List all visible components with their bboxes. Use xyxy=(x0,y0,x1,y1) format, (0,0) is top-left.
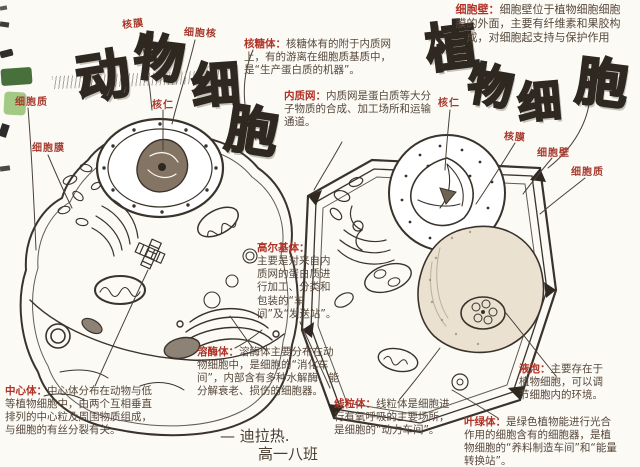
animal-title-char: 动 xyxy=(70,40,136,113)
plant-vacuole-drawing xyxy=(417,225,545,354)
annotation-lysosome: 溶酶体：溶酶体主要分布在动物细胞中，是细胞的“消化车间”，内部含有多种水解酶，能… xyxy=(197,346,343,399)
annotation-term: 细胞壁： xyxy=(455,3,500,16)
label-plant-cytoplasm: 细胞质 xyxy=(571,167,604,178)
animal-er-drawing xyxy=(91,197,139,257)
annotation-body: 主要是对来自内质网的蛋白质进行加工、分类和包装的“车间”及“发送站”。 xyxy=(257,255,337,320)
annotation-term: 叶绿体： xyxy=(464,416,506,428)
green-highlight-patch xyxy=(0,66,33,87)
annotation-cell-wall: 细胞壁：细胞壁位于植物细胞细胞膜的外面，主要有纤维素和果胶构成，对细胞起支持与保… xyxy=(452,3,624,44)
annotation-body: 内质网是蛋白质等大分子物质的合成、加工场所和运输通道。 xyxy=(284,90,431,129)
animal-title-char: 物 xyxy=(129,26,188,92)
annotation-term: 内质网： xyxy=(284,90,326,102)
annotation-term: 中心体： xyxy=(5,385,47,397)
annotation-term: 高尔基体： xyxy=(257,242,310,254)
annotation-golgi: 高尔基体：主要是对来自内质网的蛋白质进行加工、分类和包装的“车间”及“发送站”。 xyxy=(257,242,339,321)
label-animal-nuclear-membrane: 核膜 xyxy=(121,17,145,32)
annotation-centrosome: 中心体：中心体分布在动物与低等植物细胞中，由两个互相垂直排列的中心粒及周围物质组… xyxy=(5,385,157,438)
annotation-body: 主要存在于植物细胞，可以调节细胞内的环境。 xyxy=(519,363,603,402)
annotation-chloroplast: 叶绿体：是绿色植物能进行光合作用的细胞含有的细胞器，是植物细胞的“养料制造车间”… xyxy=(464,416,618,467)
signature-class: 高一八班 xyxy=(258,445,319,463)
annotation-mitochondria: 线粒体：线粒体是细胞进行有氧呼吸的主要场所，是细胞的“动力车间”。 xyxy=(334,398,456,437)
animal-nucleus-drawing xyxy=(95,117,225,219)
animal-title-char: 胞 xyxy=(220,97,283,167)
label-animal-cytoplasm: 细胞质 xyxy=(15,97,48,108)
annotation-vacuole: 液泡：主要存在于植物细胞，可以调节细胞内的环境。 xyxy=(519,363,607,402)
animal-cell-drawing xyxy=(19,117,299,437)
plant-nucleus-drawing xyxy=(388,134,506,252)
signature-name: — 迪拉热. xyxy=(220,427,290,445)
label-animal-cell-membrane: 细胞膜 xyxy=(32,143,65,154)
leader-lines xyxy=(27,32,591,419)
animal-lower-region-drawing xyxy=(29,299,285,401)
label-plant-nucleolus: 核仁 xyxy=(438,98,460,109)
annotation-body: 是绿色植物能进行光合作用的细胞含有的细胞器，是植物细胞的“养料制造车间”和“能量… xyxy=(464,416,617,467)
signature: — 迪拉热. 高一八班 xyxy=(220,427,318,463)
label-animal-nucleolus: 核仁 xyxy=(152,100,174,111)
label-animal-nucleus: 细胞核 xyxy=(183,27,218,40)
notebook-edge-mark xyxy=(0,21,10,28)
annotation-term: 线粒体： xyxy=(334,398,376,410)
plant-title-char: 胞 xyxy=(571,50,632,118)
annotation-term: 核糖体： xyxy=(244,38,286,50)
animal-mitochondria-drawing xyxy=(94,206,239,305)
plant-organelle-cluster-drawing xyxy=(460,296,506,330)
annotation-body: 核糖体有的附于内质网上，有的游离在细胞质基质中，是“生产蛋白质的机器”。 xyxy=(244,38,391,77)
animal-golgi-drawing xyxy=(176,308,280,353)
annotation-term: 液泡： xyxy=(519,363,551,375)
plant-chloroplasts-drawing xyxy=(334,262,506,391)
annotation-body: 细胞壁位于植物细胞细胞膜的外面，主要有纤维素和果胶构成，对细胞起支持与保护作用 xyxy=(455,3,621,44)
annotation-body: 中心体分布在动物与低等植物细胞中，由两个互相垂直排列的中心粒及周围物质组成，与细… xyxy=(5,385,152,437)
label-plant-nuclear-membrane: 核膜 xyxy=(503,131,527,144)
label-plant-cell-wall: 细胞壁 xyxy=(537,148,570,159)
annotation-endoplasmic-reticulum: 内质网：内质网是蛋白质等大分子物质的合成、加工场所和运输通道。 xyxy=(284,90,436,129)
annotation-body: 线粒体是细胞进行有氧呼吸的主要场所，是细胞的“动力车间”。 xyxy=(334,398,450,437)
annotation-ribosome: 核糖体：核糖体有的附于内质网上，有的游离在细胞质基质中，是“生产蛋白质的机器”。 xyxy=(244,38,396,77)
annotation-body: 溶酶体主要分布在动物细胞中，是细胞的“消化车间”，内部含有多种水解酶，能分解衰老… xyxy=(197,346,339,398)
animal-vesicles-drawing xyxy=(57,163,258,309)
plant-title-char: 细 xyxy=(515,75,565,131)
annotation-term: 溶酶体： xyxy=(197,346,239,358)
animal-centriole-drawing xyxy=(134,238,166,270)
plant-er-golgi-drawing xyxy=(329,176,395,265)
plant-title-char: 物 xyxy=(463,55,519,117)
